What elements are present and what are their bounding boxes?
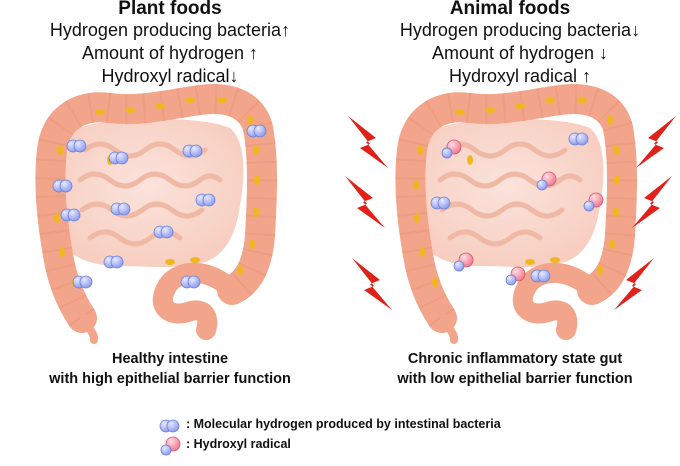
left-line-bacteria: Hydrogen producing bacteria↑ [49, 20, 291, 40]
left-caption-line-1: Healthy intestine [111, 351, 229, 367]
legend-radical-icon [160, 436, 181, 456]
legend-radical-row: : Hydroxyl radical [180, 437, 291, 451]
right-caption-line-2: with low epithelial barrier function [397, 371, 633, 387]
left-panel-title: Plant foods [118, 0, 222, 19]
legend-hydrogen-icon [159, 419, 180, 433]
right-caption: Chronic inflammatory state gut with low … [350, 349, 680, 389]
right-intestine [409, 97, 622, 340]
right-line-hydrogen: Amount of hydrogen ↓ [431, 43, 609, 63]
right-line-bacteria: Hydrogen producing bacteria↓ [399, 20, 641, 40]
right-panel-title: Animal foods [449, 0, 571, 19]
right-caption-line-1: Chronic inflammatory state gut [407, 351, 623, 367]
legend-hydrogen-text: : Molecular hydrogen produced by intesti… [186, 417, 501, 431]
left-line-hydrogen: Amount of hydrogen ↑ [81, 43, 259, 63]
right-line-radical: Hydroxyl radical ↑ [448, 66, 592, 86]
legend-hydrogen-row: : Molecular hydrogen produced by intesti… [180, 417, 501, 431]
left-line-radical: Hydroxyl radical↓ [101, 66, 239, 86]
legend-radical-text: : Hydroxyl radical [186, 437, 291, 451]
left-intestine [49, 97, 262, 340]
left-caption: Healthy intestine with high epithelial b… [0, 349, 340, 389]
left-caption-line-2: with high epithelial barrier function [49, 371, 291, 387]
